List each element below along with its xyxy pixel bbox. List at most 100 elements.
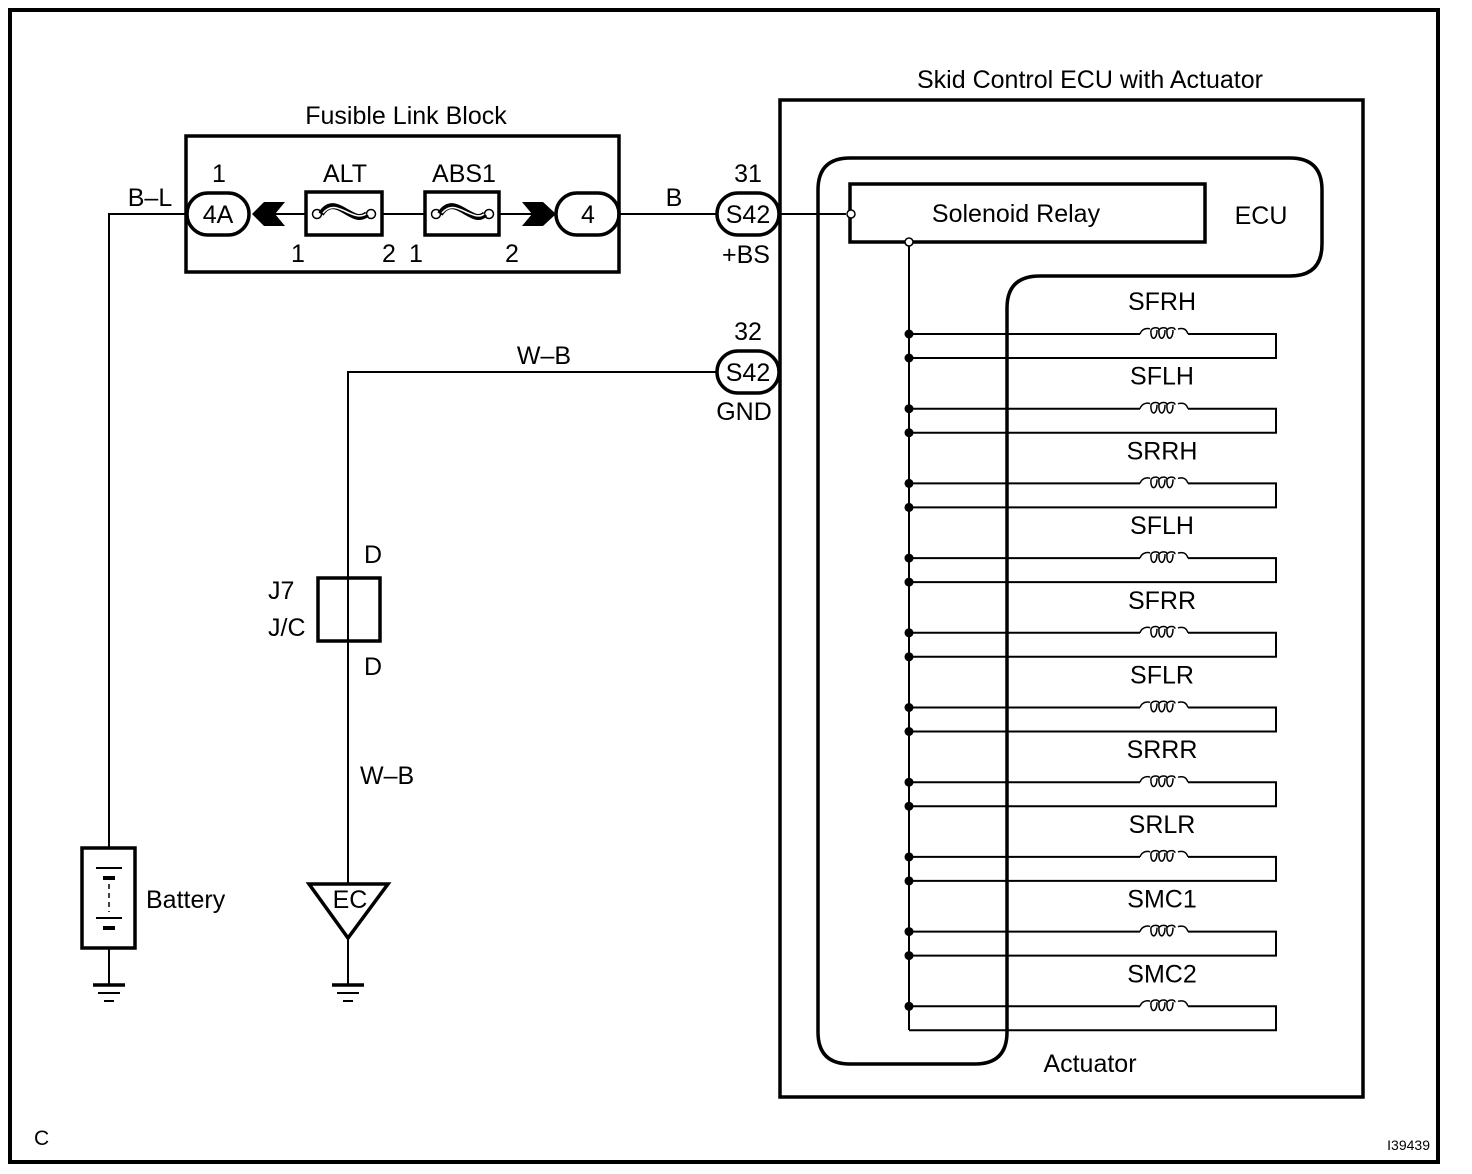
solenoid-label: SFLH [1130, 512, 1194, 540]
junction-dot [904, 577, 914, 587]
junction-dot [904, 927, 914, 937]
ground-point-triangle [305, 882, 392, 941]
junction-dot [904, 353, 914, 363]
coil-icon [1139, 476, 1189, 489]
relay-terminal-input [846, 209, 856, 219]
junction-dot [904, 628, 914, 638]
ground-icon [93, 983, 125, 1002]
solenoid-row: SMC2 [904, 960, 1277, 1032]
fuse-alt-pin-left: 1 [291, 240, 305, 268]
solenoid-row: SFRH [904, 288, 1277, 363]
fuse-abs1-label: ABS1 [432, 160, 496, 188]
solenoid-label: SRRR [1127, 736, 1198, 764]
ecu-label: ECU [1235, 202, 1288, 230]
connector-4a-pin: 1 [212, 160, 226, 188]
fuse-abs1-pin-left: 1 [409, 240, 423, 268]
ground-point-label: EC [333, 886, 368, 914]
junction-dot [904, 1001, 914, 1011]
junction-dot [904, 428, 914, 438]
solenoid-row: SFRR [904, 587, 1277, 662]
connector-arrow-left-icon [252, 202, 285, 226]
coil-icon [1139, 625, 1189, 638]
wire-color-w-b-upper: W–B [517, 342, 571, 370]
junction-dot [904, 852, 914, 862]
skid-control-ecu: Skid Control ECU with Actuator ECU Actua… [778, 66, 1365, 1099]
wire-color-w-b-lower: W–B [360, 762, 414, 790]
connector-4a-label: 4A [203, 201, 234, 229]
solenoid-relay-label: Solenoid Relay [932, 200, 1101, 228]
wire-color-b-l: B–L [128, 184, 173, 212]
skid-control-title: Skid Control ECU with Actuator [917, 66, 1263, 94]
junction-dot [904, 727, 914, 736]
solenoid-label: SFLR [1130, 662, 1194, 690]
coil-icon [1139, 327, 1189, 339]
coil-icon [1139, 401, 1189, 414]
junction-box [316, 576, 382, 643]
fusible-link-block: Fusible Link Block 1 4A ALT 1 2 ABS1 1 2… [184, 102, 621, 274]
skid-control-box [778, 98, 1365, 1099]
connector-arrow-right-icon [522, 202, 556, 226]
junction-dot [904, 329, 914, 339]
coil-icon [1139, 700, 1189, 713]
junction-dot [904, 777, 914, 787]
ground-point-ec: EC [305, 882, 392, 941]
junction-dot [904, 478, 914, 488]
solenoid-row: SFLH [904, 363, 1277, 438]
junction-dot [904, 876, 914, 886]
fuse-alt-label: ALT [323, 160, 367, 188]
corner-label: C [34, 1127, 49, 1150]
solenoid-label: SRRH [1127, 437, 1198, 465]
coil-icon [1139, 849, 1189, 862]
connector-pin-31: 31 [734, 160, 762, 188]
ecu-connector-31: 31 S42 +BS [715, 160, 781, 269]
connector-s42-label: S42 [726, 359, 770, 387]
coil-icon [1139, 924, 1189, 937]
fuse-alt-pin-right: 2 [382, 240, 396, 268]
coil-icon [1139, 775, 1189, 788]
battery: Battery [80, 846, 226, 950]
actuator-label: Actuator [1043, 1050, 1136, 1078]
connector-s42-label: S42 [726, 201, 770, 229]
junction-dot [904, 404, 914, 414]
junction-name: J7 [268, 577, 294, 605]
solenoid-label: SFRH [1128, 288, 1196, 316]
junction-dot [904, 801, 914, 811]
solenoid-row: SMC1 [904, 886, 1277, 961]
solenoid-label: SFLH [1130, 363, 1194, 391]
fusible-link-block-title: Fusible Link Block [305, 102, 507, 130]
ecu-connector-32: 32 S42 GND [715, 318, 781, 426]
solenoid-label: SMC2 [1127, 960, 1196, 988]
solenoid-row: SFLH [904, 512, 1277, 587]
relay-terminal-output [904, 237, 914, 247]
solenoid-label: SFRR [1128, 587, 1196, 615]
ecu-actuator-outline [816, 156, 1324, 1066]
solenoid-label: SRLR [1129, 811, 1196, 839]
junction-pin-bottom: D [364, 653, 382, 681]
coil-icon [1139, 999, 1189, 1012]
junction-type: J/C [268, 614, 306, 642]
battery-label: Battery [146, 886, 226, 914]
wire-color-b: B [666, 184, 683, 212]
ground-icon [332, 983, 364, 1002]
page-frame [8, 8, 1440, 1164]
figure-id: I39439 [1387, 1137, 1430, 1153]
fuse-abs1-pin-right: 2 [505, 240, 519, 268]
connector-pin-32: 32 [734, 318, 762, 346]
solenoid-row: SRRH [904, 437, 1277, 512]
solenoid-row: SRLR [904, 811, 1277, 886]
junction-dot [904, 652, 914, 662]
solenoid-row: SFLR [904, 662, 1277, 736]
wire-battery-feed [108, 213, 187, 848]
coil-icon [1139, 551, 1189, 564]
wire-ground [347, 371, 717, 883]
junction-dot [904, 951, 914, 961]
connector-4-label: 4 [581, 201, 595, 229]
terminal-gnd-label: GND [716, 398, 772, 426]
junction-dot [904, 703, 914, 712]
solenoid-label: SMC1 [1127, 886, 1196, 914]
solenoid-row: SRRR [904, 736, 1277, 811]
junction-dot [904, 502, 914, 512]
junction-pin-top: D [364, 541, 382, 569]
junction-connector-j7: D J7 J/C D [268, 541, 382, 681]
